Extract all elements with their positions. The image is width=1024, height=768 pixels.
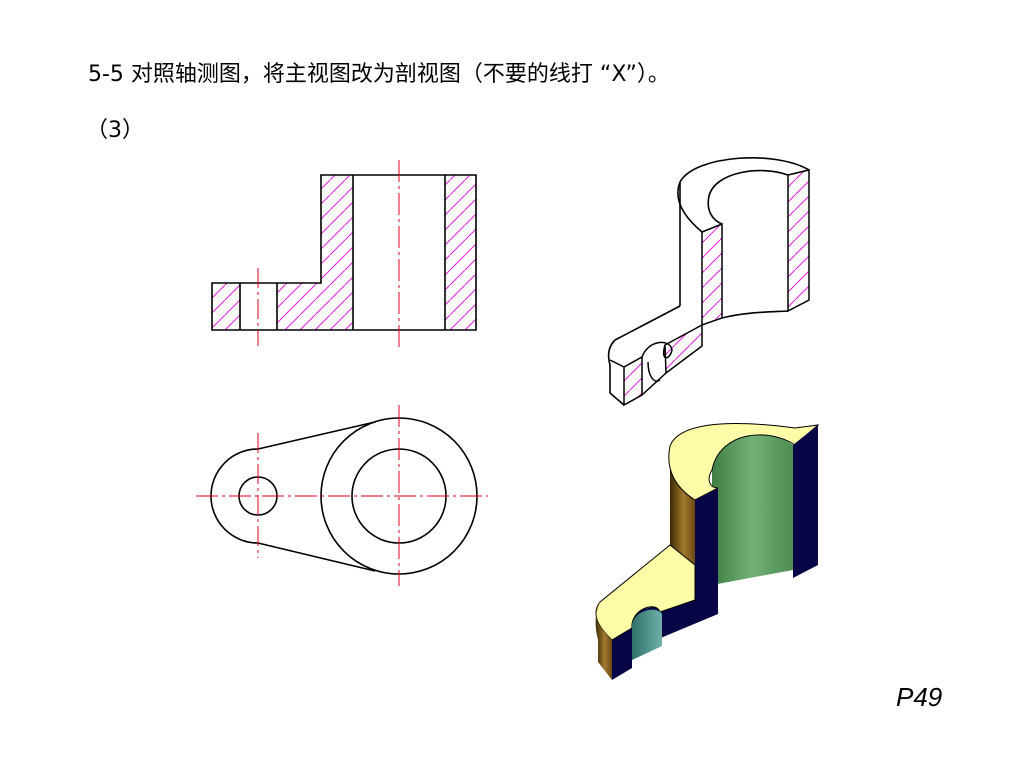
shaded-section-lug xyxy=(612,628,632,680)
iso-lug-corner xyxy=(609,359,625,368)
shaded-lug-outer xyxy=(595,602,612,680)
top-view xyxy=(196,405,488,586)
iso-lug-top-edge xyxy=(607,305,681,406)
shaded-small-bore xyxy=(631,609,662,660)
isometric-line-drawing xyxy=(607,157,810,407)
shaded-section-right xyxy=(793,425,818,578)
front-outline xyxy=(211,174,477,331)
isometric-shaded-solid xyxy=(595,423,820,680)
iso-small-hole-rim xyxy=(641,341,673,359)
hatch-wall-left xyxy=(321,175,353,330)
iso-hatch-lug xyxy=(623,355,643,407)
hatch-lug-left xyxy=(212,283,240,330)
iso-top-inner-arc xyxy=(707,169,789,225)
shaded-top-face xyxy=(668,423,820,501)
shaded-bore-surface xyxy=(712,434,793,585)
exercise-title: 5-5 对照轴测图，将主视图改为剖视图（不要的线打 “X”）。 xyxy=(88,62,670,87)
iso-top-outer-arc xyxy=(677,157,810,233)
iso-hatch-right-wall xyxy=(787,169,810,313)
shaded-section-left xyxy=(695,488,718,610)
hatch-lug-right xyxy=(277,283,321,330)
page-number: P49 xyxy=(896,682,943,712)
hatch-wall-right xyxy=(445,175,476,330)
iso-bore-bottom xyxy=(721,310,789,319)
iso-small-hole-wall xyxy=(647,361,661,382)
iso-hatch-step xyxy=(664,323,703,375)
exercise-subtitle: （3） xyxy=(86,118,144,143)
tangent-line-bottom xyxy=(257,542,376,572)
tangent-line-top xyxy=(257,421,376,450)
front-section-view xyxy=(211,160,477,348)
iso-step-bottom xyxy=(641,372,667,396)
iso-hatch-left-wall xyxy=(701,222,723,327)
